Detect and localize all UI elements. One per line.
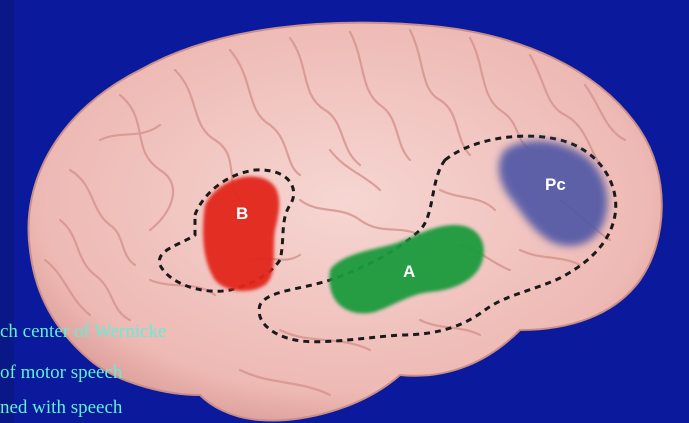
- region-b: [203, 177, 279, 291]
- caption-line-3: ned with speech: [0, 397, 122, 419]
- region-pc-label: Pc: [545, 175, 566, 195]
- caption-line-1: ch center of Wernicke: [0, 321, 166, 343]
- caption-line-2: of motor speech: [0, 362, 122, 384]
- region-a-label: A: [403, 262, 415, 282]
- region-b-label: B: [236, 204, 248, 224]
